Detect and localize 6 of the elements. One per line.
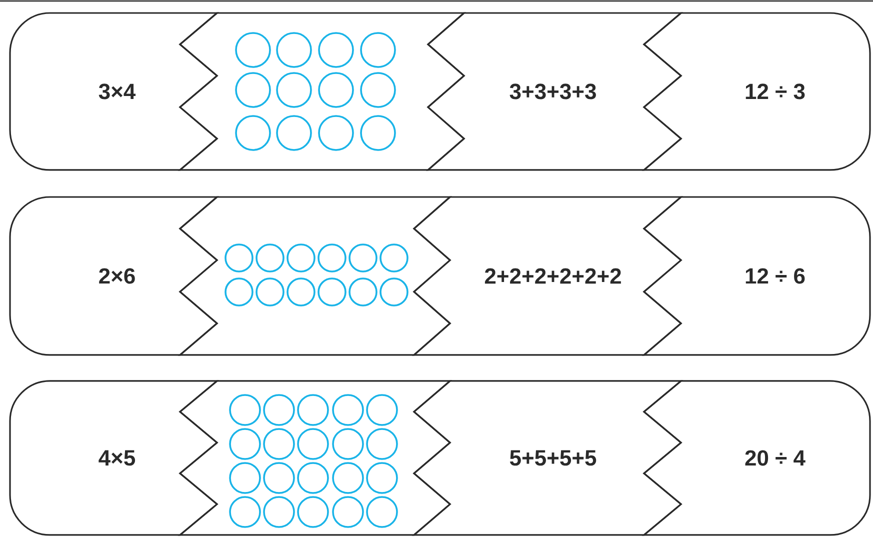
puzzle-piece: 2×6 xyxy=(9,196,218,356)
puzzle-piece: 12 ÷ 6 xyxy=(643,196,871,356)
puzzle-piece: 20 ÷ 4 xyxy=(643,380,871,536)
puzzle-piece: 4×5 xyxy=(9,380,218,536)
puzzle-piece: 12 ÷ 3 xyxy=(643,12,871,171)
puzzle-piece: 3×4 xyxy=(9,12,218,171)
